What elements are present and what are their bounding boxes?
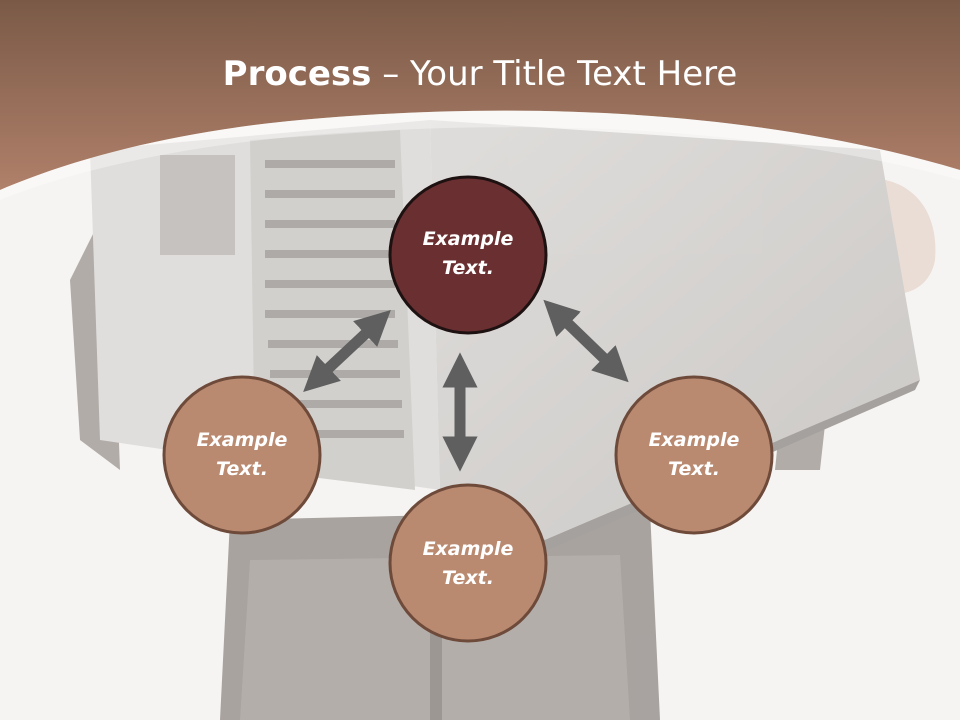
header-highlight bbox=[0, 110, 960, 200]
node-right-line1: Example bbox=[648, 429, 740, 451]
node-right-label: Example Text. bbox=[619, 426, 769, 484]
title-bold: Process bbox=[222, 54, 372, 94]
node-left-line1: Example bbox=[196, 429, 288, 451]
node-left-label: Example Text. bbox=[167, 426, 317, 484]
slide-title: Process – Your Title Text Here bbox=[0, 52, 960, 96]
node-top-label: Example Text. bbox=[393, 225, 543, 283]
title-rest: Your Title Text Here bbox=[410, 54, 738, 94]
node-bottom-line2: Text. bbox=[442, 567, 494, 589]
node-top-circle bbox=[388, 175, 548, 335]
node-right-circle bbox=[614, 375, 774, 535]
title-separator: – bbox=[371, 54, 411, 94]
header-band bbox=[0, 0, 960, 190]
arrow-top-right bbox=[543, 299, 629, 383]
node-bottom-label: Example Text. bbox=[393, 535, 543, 593]
node-bottom-circle bbox=[388, 483, 548, 643]
node-left-line2: Text. bbox=[216, 458, 268, 480]
node-top-line1: Example bbox=[422, 228, 514, 250]
node-bottom-line1: Example bbox=[422, 538, 514, 560]
node-right-line2: Text. bbox=[668, 458, 720, 480]
node-left-circle bbox=[162, 375, 322, 535]
node-top-line2: Text. bbox=[442, 257, 494, 279]
arrow-top-left bbox=[303, 309, 391, 393]
